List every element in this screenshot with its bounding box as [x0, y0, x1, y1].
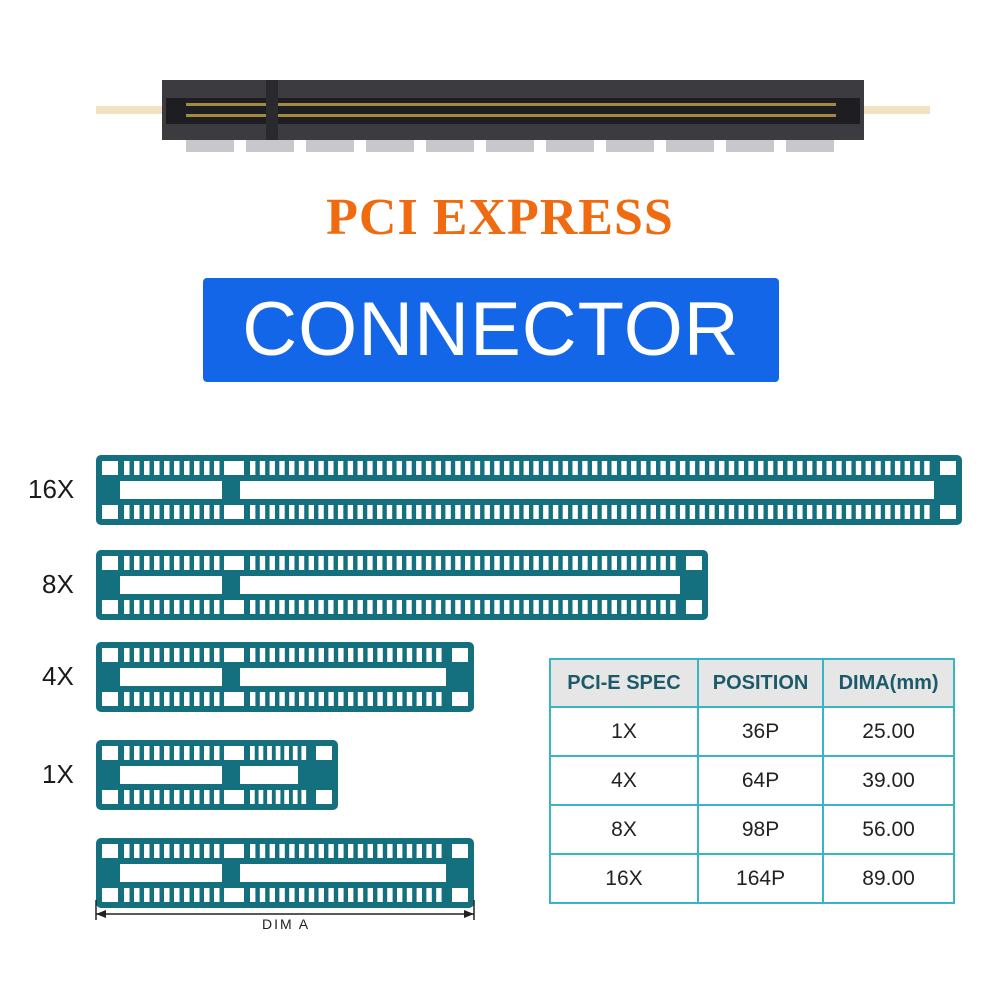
connector-banner: CONNECTOR [203, 278, 779, 382]
page-title: PCI EXPRESS [326, 189, 674, 246]
cell-position: 64P [696, 755, 825, 806]
cell-dima: 39.00 [822, 755, 955, 806]
cell-dima: 56.00 [822, 804, 955, 855]
cell-position: 164P [696, 853, 825, 904]
header-spec: PCI-E SPEC [549, 658, 699, 708]
slot-label-4x: 4X [42, 661, 74, 691]
header-dima: DIMA(mm) [822, 658, 955, 708]
cell-dima: 25.00 [822, 706, 955, 757]
dim-a-label: DIM A [262, 916, 311, 932]
table-header-row: PCI-E SPEC POSITION DIMA(mm) [549, 658, 955, 708]
cell-spec: 16X [549, 853, 699, 904]
cell-dima: 89.00 [822, 853, 955, 904]
slot-label-16x: 16X [28, 474, 75, 504]
cell-position: 36P [696, 706, 825, 757]
dim-a-arrow [95, 900, 475, 920]
slot-label-8x: 8X [42, 569, 74, 599]
slot-diagram-dim-a [96, 838, 474, 908]
slot-diagram-8x [96, 550, 708, 620]
cell-spec: 1X [549, 706, 699, 757]
slot-label-1x: 1X [42, 759, 74, 789]
slot-diagram-4x [96, 642, 474, 712]
header-position: POSITION [696, 658, 825, 708]
cell-spec: 4X [549, 755, 699, 806]
slot-diagram-1x [96, 740, 338, 810]
pcie-connector-photo [96, 80, 930, 152]
cell-position: 98P [696, 804, 825, 855]
cell-spec: 8X [549, 804, 699, 855]
slot-diagram-16x [96, 455, 962, 525]
